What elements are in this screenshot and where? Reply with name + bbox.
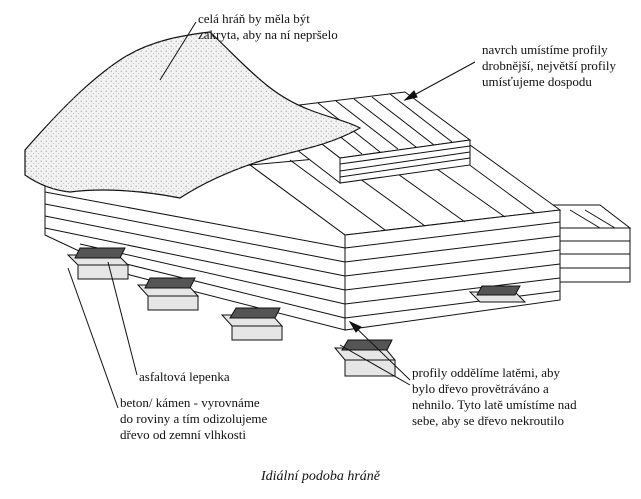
label-cover: celá hráň by měla být zakryta, aby na ní… <box>198 11 338 42</box>
stone-supports <box>66 247 527 377</box>
leader-laths-2 <box>339 344 411 386</box>
left-stack <box>44 164 346 331</box>
leader-top <box>404 61 476 101</box>
leader-tarpaper <box>107 261 138 376</box>
support-5 <box>468 285 527 303</box>
support-2 <box>136 277 200 311</box>
figure-caption: Idiální podoba hráně <box>261 469 380 484</box>
label-tar-paper: asfaltová lepenka <box>139 369 230 384</box>
support-4 <box>333 339 397 377</box>
support-3 <box>220 307 284 341</box>
leader-cover <box>159 21 197 81</box>
label-top-profiles: navrch umístíme profily drobnější, nejvě… <box>482 42 616 89</box>
label-base: beton/ kámen - vyrovnáme do roviny a tím… <box>120 395 268 442</box>
leader-lines <box>67 21 476 409</box>
leader-laths <box>349 321 411 381</box>
label-laths: profily oddělíme latěmi, aby bylo dřevo … <box>412 365 577 428</box>
leader-base <box>67 267 119 409</box>
cover-sheet <box>24 31 362 199</box>
support-1 <box>66 247 130 280</box>
